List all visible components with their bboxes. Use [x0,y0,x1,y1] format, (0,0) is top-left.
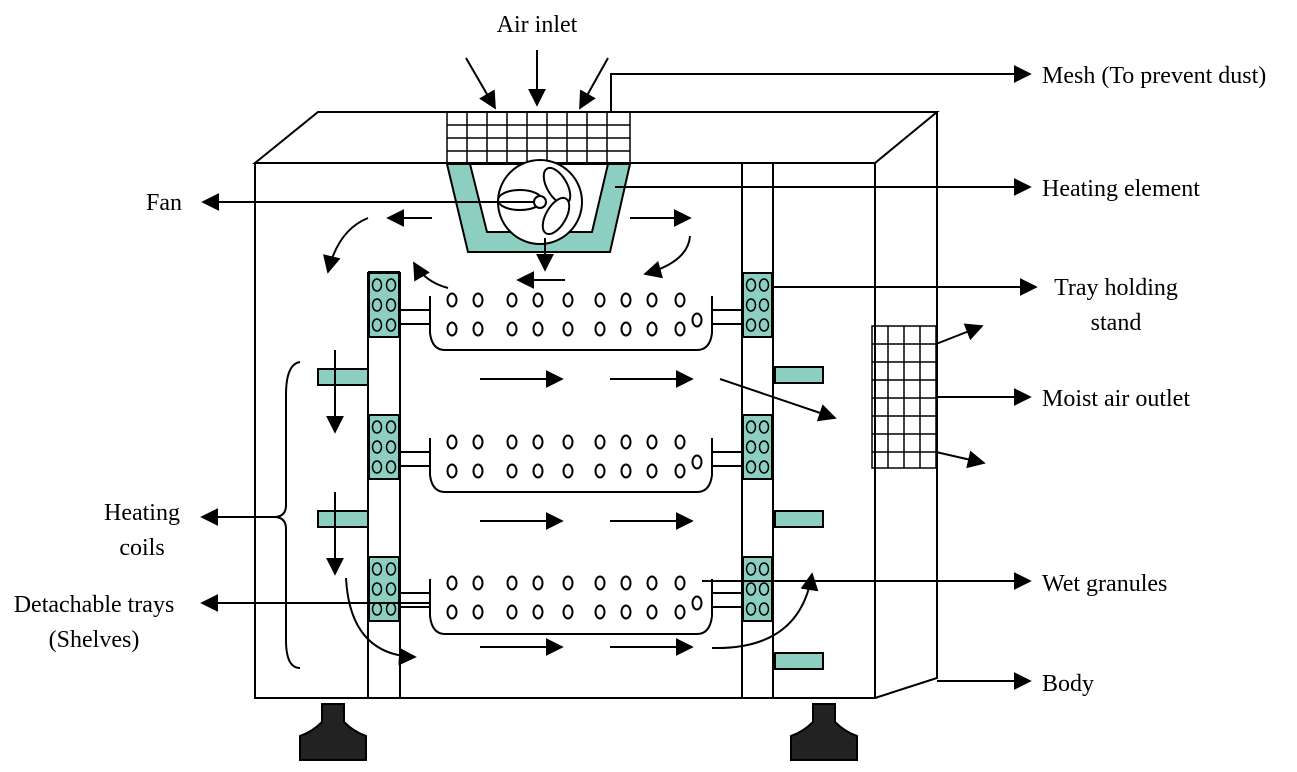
granule [674,604,686,620]
tray-2 [400,438,742,493]
pad-left-2 [368,414,400,480]
granule [620,434,632,450]
granule [562,292,574,308]
label-fan: Fan [146,190,182,216]
granule [594,604,606,620]
label-body: Body [1042,671,1094,697]
granule [646,575,658,591]
granule [506,604,518,620]
granule [446,292,458,308]
granule [446,604,458,620]
pad-left-1 [368,272,400,338]
label-moist-air-outlet: Moist air outlet [1042,386,1190,412]
pad-right-1 [742,272,773,338]
label-tray-holding-stand-line2: stand [1091,310,1142,336]
heating-coil-bars [317,366,824,670]
granule [646,604,658,620]
granule [472,434,484,450]
granule [674,321,686,337]
granule [646,434,658,450]
granule [674,292,686,308]
outlet-mesh [871,325,937,469]
granule [532,434,544,450]
granule [472,463,484,479]
label-detachable-trays-line1: Detachable trays [14,592,175,618]
granule [620,604,632,620]
granule [506,321,518,337]
granule [674,575,686,591]
tray-3 [400,579,742,635]
granule [674,463,686,479]
right-foot [790,703,858,761]
granule [472,604,484,620]
label-heating-coils-line2: coils [119,535,164,561]
label-detachable-trays-line2: (Shelves) [49,627,140,653]
granule [532,463,544,479]
label-mesh: Mesh (To prevent dust) [1042,63,1266,89]
granule [620,575,632,591]
granule [594,463,606,479]
granule [691,595,703,611]
pad-right-2 [742,414,773,480]
granule [446,463,458,479]
label-heating-element: Heating element [1042,176,1200,202]
pad-right-3 [742,556,773,622]
granule [594,575,606,591]
granule [446,321,458,337]
leader-lines [200,65,1038,690]
label-wet-granules: Wet granules [1042,571,1167,597]
granule [446,434,458,450]
granule [506,463,518,479]
granule [562,604,574,620]
granule [532,321,544,337]
inlet-mesh [446,111,631,165]
granule [620,321,632,337]
granule [446,575,458,591]
support-feet [299,703,858,761]
granule [532,604,544,620]
label-air-inlet: Air inlet [497,12,578,38]
granule [562,434,574,450]
label-tray-holding-stand-line1: Tray holding [1054,275,1178,301]
granule [646,463,658,479]
granule [562,321,574,337]
airflow-arrows [323,50,986,666]
granule [594,292,606,308]
granule [646,292,658,308]
granule [646,321,658,337]
stand-pads [368,272,773,622]
label-heating-coils-line1: Heating [104,500,180,526]
granule [506,292,518,308]
granule [472,292,484,308]
granule [594,321,606,337]
tray-1 [400,296,742,351]
pad-left-3 [368,556,400,622]
granule [532,292,544,308]
left-foot [299,703,367,761]
granule [620,292,632,308]
granule [472,575,484,591]
granule [691,454,703,470]
granule [506,434,518,450]
granule [594,434,606,450]
granule [562,575,574,591]
wet-granules [446,292,703,620]
granule [532,575,544,591]
granule [506,575,518,591]
granule [674,434,686,450]
granule [691,312,703,328]
granule [472,321,484,337]
granule [562,463,574,479]
granule [620,463,632,479]
